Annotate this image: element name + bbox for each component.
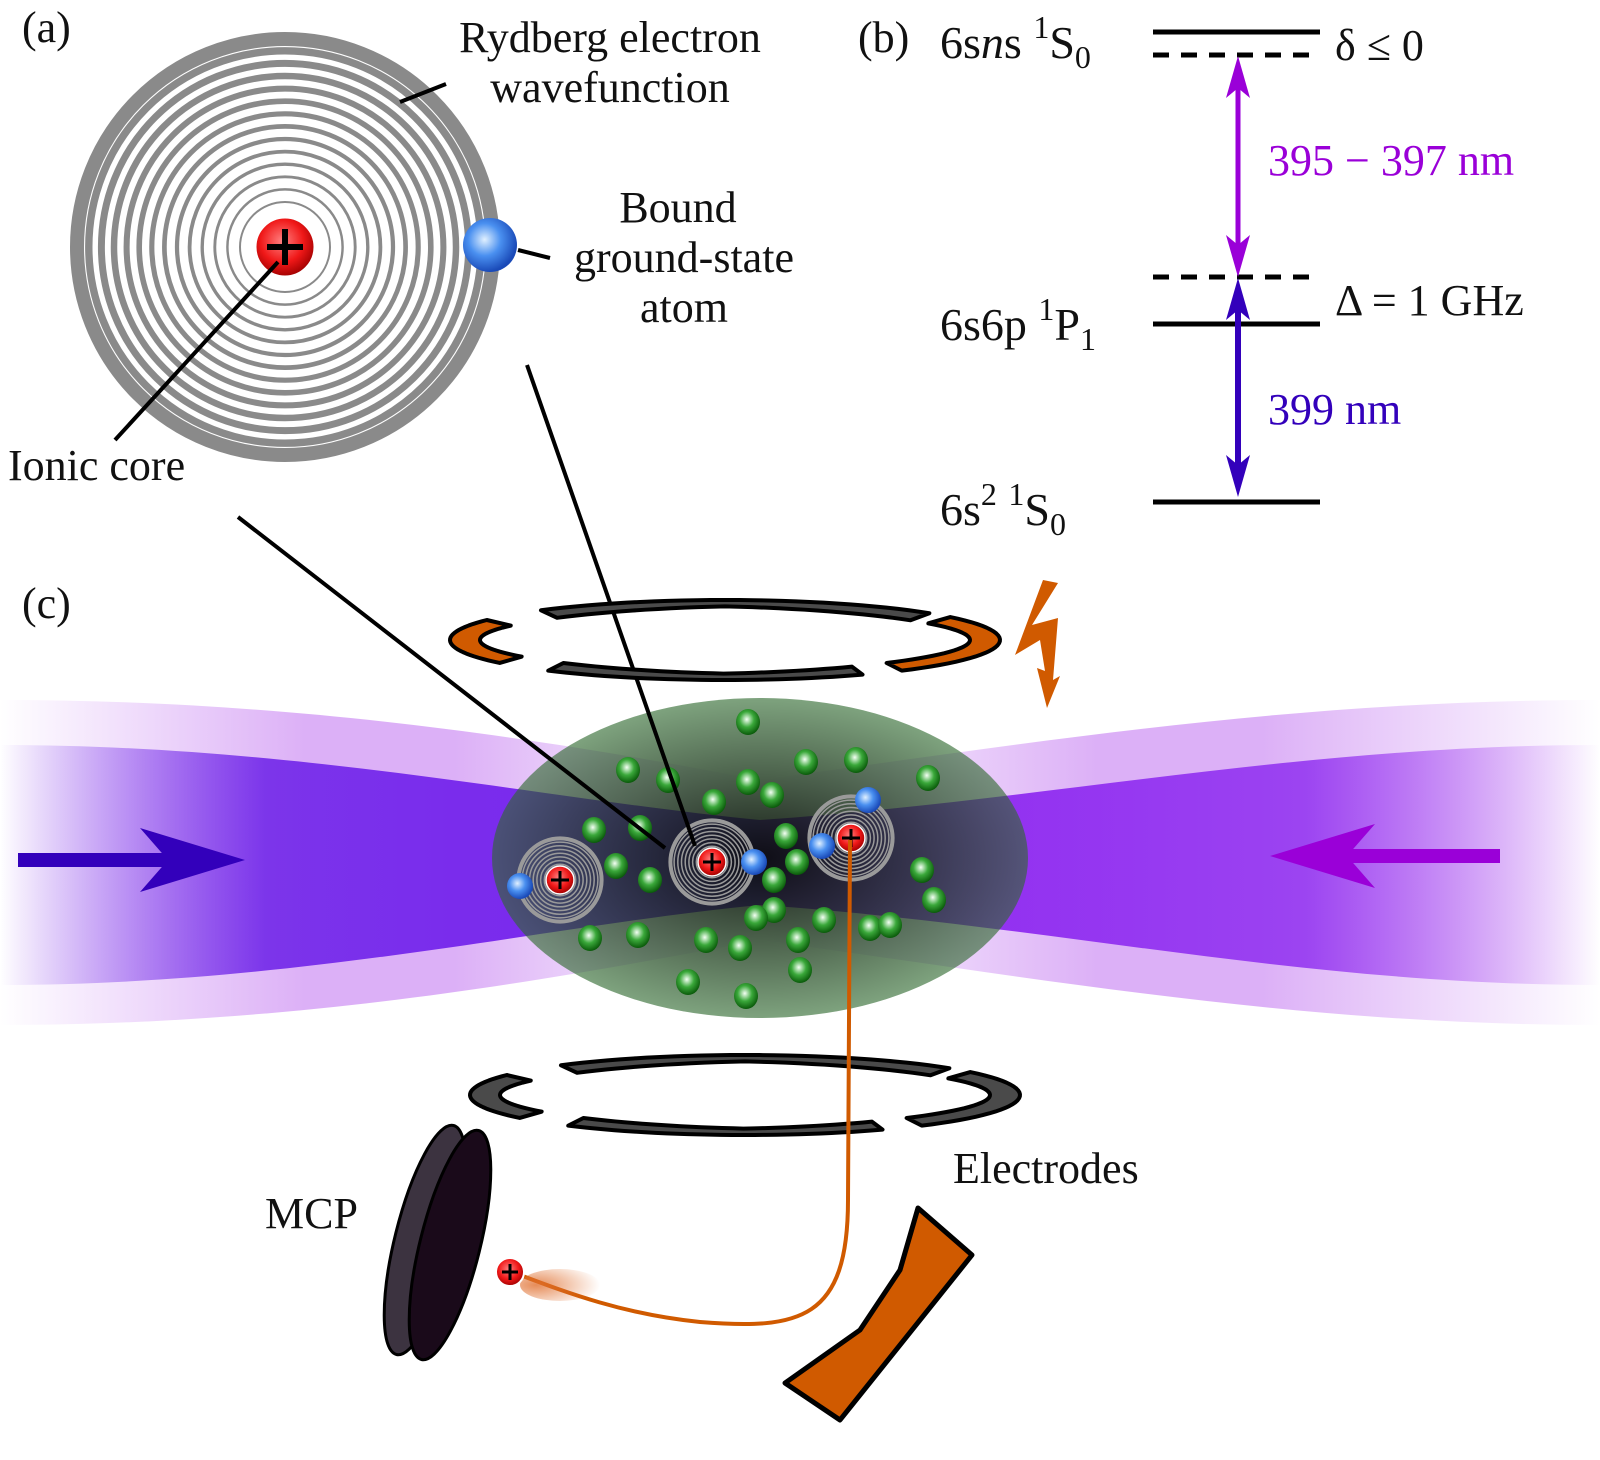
wavefunction-ring <box>149 111 421 383</box>
wavefunction-label-line1: Rydberg electron <box>459 13 761 62</box>
rydberg-wavefunction-ring <box>691 841 733 883</box>
ground-state-atom <box>762 867 786 893</box>
ground-state-atom <box>922 887 946 913</box>
ground-state-atom <box>638 867 662 893</box>
ground-state-atom <box>728 935 752 961</box>
electrode-segment <box>884 615 1002 673</box>
wavefunction-pointer-line <box>399 82 447 104</box>
wavefunction-ring <box>136 98 434 396</box>
panel-c: (c) MCP Electrodes <box>0 364 1600 1423</box>
ground-state-atom <box>734 983 758 1009</box>
mcp-label: MCP <box>265 1189 358 1238</box>
ground-state-atom <box>694 927 718 953</box>
wavefunction-ring <box>213 175 357 319</box>
mcp-detector <box>382 1123 493 1362</box>
ground-state-atoms <box>578 709 946 1009</box>
electrode-segment <box>904 1070 1022 1128</box>
wavefunction-ring <box>200 162 370 332</box>
ground-state-atom <box>616 757 640 783</box>
high-voltage-pulse-icon <box>1015 580 1060 708</box>
wavefunction-ring <box>226 188 344 306</box>
ground-state-atom <box>910 857 934 883</box>
electrode-segment <box>546 660 865 682</box>
ground-state-atom <box>844 747 868 773</box>
ionic-core-label: Ionic core <box>8 441 185 490</box>
ground-state-atom <box>774 823 798 849</box>
bound-atom <box>809 833 835 859</box>
core-pointer-line <box>113 260 280 442</box>
electrodes-label: Electrodes <box>953 1144 1139 1193</box>
ground-state-atom <box>812 907 836 933</box>
wavefunction-ring <box>123 85 447 409</box>
zoom-line-core <box>236 515 667 850</box>
ground-state-atom <box>736 709 760 735</box>
electrode-segment <box>538 598 932 623</box>
ground-state-atom <box>744 905 768 931</box>
rydberg-wavefunction-ring <box>695 845 729 879</box>
panel-a-label: (a) <box>22 3 71 52</box>
upper-transition-label: 395 − 397 nm <box>1268 136 1514 185</box>
ground-state-atom <box>582 817 606 843</box>
wavefunction-ring <box>239 201 331 293</box>
rydberg-wavefunction-ring <box>539 859 581 901</box>
atom-pointer-line <box>517 248 551 260</box>
bound-atom <box>855 787 881 813</box>
ground-state-atom <box>785 849 809 875</box>
bound-atom <box>507 873 533 899</box>
panel-b-label: (b) <box>858 13 909 62</box>
ground-state-atom <box>916 765 940 791</box>
ground-state-atom <box>676 969 700 995</box>
rydberg-wavefunction-ring <box>688 838 736 886</box>
lower-transition-label: 399 nm <box>1268 385 1401 434</box>
upper-transition-arrow <box>1226 56 1250 277</box>
arrow-left-icon <box>1270 824 1500 888</box>
ground-state-atom <box>858 915 882 941</box>
top-electrodes <box>448 598 1002 682</box>
bound-ground-state-atom <box>463 218 517 272</box>
arrow-right-icon <box>18 828 245 892</box>
wavefunction-ring <box>174 136 396 358</box>
electrode-segment <box>558 1053 952 1078</box>
ground-state-atom <box>736 769 760 795</box>
bound-atom-label-line2: ground-state <box>574 233 794 282</box>
panel-c-label: (c) <box>22 579 71 628</box>
electrode-segment <box>468 1073 544 1120</box>
ground-state-atom <box>702 789 726 815</box>
detuning-large-label: Δ = 1 GHz <box>1335 276 1524 325</box>
wavefunction-ring <box>110 72 460 422</box>
level-p-label: 6s6p 1P1 <box>940 291 1096 357</box>
panel-a: (a) Rydberg electron wavefunction Bound … <box>8 3 794 490</box>
bound-atom-label-line3: atom <box>640 283 728 332</box>
ground-state-atom <box>794 749 818 775</box>
ground-state-atom <box>878 912 902 938</box>
rydberg-wavefunction-ring <box>543 863 577 897</box>
bottom-electrodes <box>468 1053 1022 1137</box>
ground-state-atom <box>788 957 812 983</box>
detuning-small-label: δ ≤ 0 <box>1335 21 1424 70</box>
rydberg-wavefunction-ring <box>532 852 588 908</box>
lower-transition-arrow <box>1226 278 1250 497</box>
ground-state-atom <box>626 922 650 948</box>
ground-state-atom <box>760 782 784 808</box>
wavefunction-ring <box>187 149 383 345</box>
ground-state-atom <box>762 897 786 923</box>
plus-icon <box>267 229 303 265</box>
level-rydberg-label: 6sns 1S0 <box>940 9 1091 75</box>
ground-state-atom <box>578 925 602 951</box>
electrode-segment <box>448 618 524 665</box>
electrode-segment <box>566 1115 885 1137</box>
panel-b-energy-levels: (b) 6sns 1S0 6s6p 1P1 6s2 1S0 δ ≤ 0 Δ = … <box>858 9 1524 542</box>
plus-icon <box>502 1264 518 1280</box>
wavefunction-label-line2: wavefunction <box>490 63 729 112</box>
bound-atom-label-line1: Bound <box>619 183 736 232</box>
ion-trail <box>520 1269 600 1301</box>
deflector-electrode <box>782 1205 975 1423</box>
wavefunction-ring <box>162 124 408 370</box>
ground-state-atom <box>786 927 810 953</box>
level-ground-label: 6s2 1S0 <box>940 476 1066 542</box>
rydberg-wavefunction-ring <box>536 856 584 904</box>
rydberg-wavefunction-ring <box>684 834 740 890</box>
ground-state-atom <box>604 853 628 879</box>
bound-atom <box>741 849 767 875</box>
